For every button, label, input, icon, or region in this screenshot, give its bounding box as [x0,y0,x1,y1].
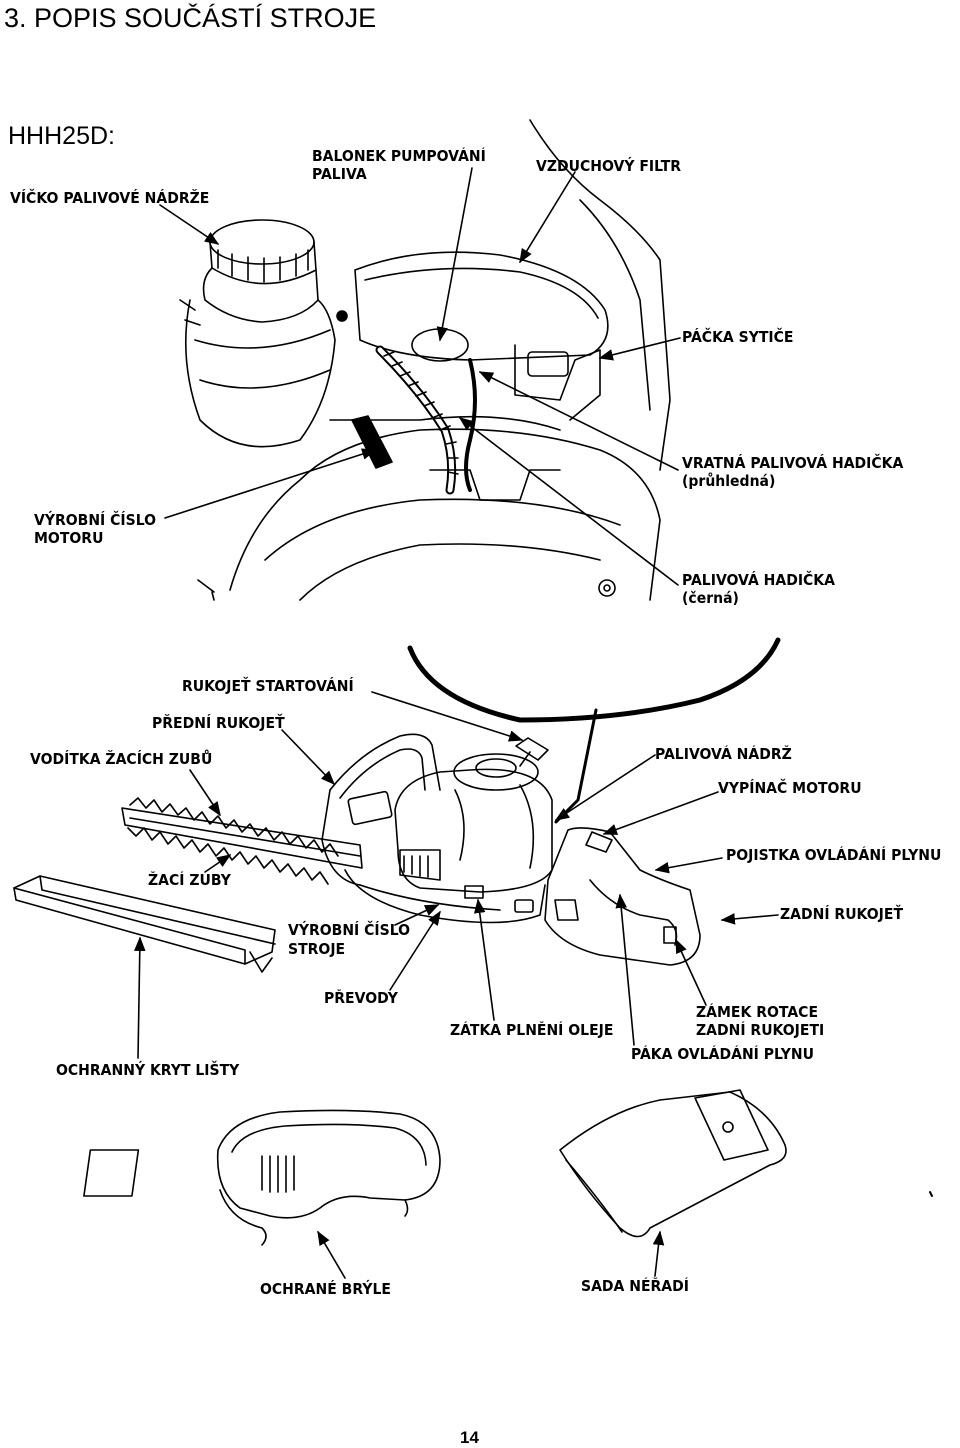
page-number: 14 [460,1428,479,1447]
label-fuel-tank: PALIVOVÁ NÁDRŽ [655,746,792,764]
label-throttle-lever: PÁKA OVLÁDÁNÍ PLYNU [631,1046,814,1064]
label-front-handle: PŘEDNÍ RUKOJEŤ [152,715,285,733]
goggles-drawing [83,1109,441,1246]
label-primer-line2: PALIVA [312,166,367,184]
engine-closeup-drawing [179,119,671,601]
label-fuel-hose-line2: (černá) [682,590,739,608]
model-name: HHH25D: [8,122,115,150]
label-choke: PÁČKA SYTIČE [682,329,794,347]
label-engine-serial-line1: VÝROBNÍ ČÍSLO [34,512,157,530]
label-primer-line1: BALONEK PUMPOVÁNÍ [312,148,486,166]
label-goggles: OCHRANÉ BRÝLE [260,1281,391,1299]
label-air-filter: VZDUCHOVÝ FILTR [536,158,682,176]
label-machine-serial-line1: VÝROBNÍ ČÍSLO [288,922,411,940]
label-return-hose-line1: VRATNÁ PALIVOVÁ HADIČKA [682,455,904,473]
label-engine-switch: VYPÍNAČ MOTORU [718,780,862,798]
label-rotation-lock-line2: ZADNÍ RUKOJETI [696,1022,825,1040]
label-starter-grip: RUKOJEŤ STARTOVÁNÍ [182,678,354,696]
label-fuel-cap: VÍČKO PALIVOVÉ NÁDRŽE [10,190,210,208]
hedge-trimmer-drawing [121,733,701,966]
label-oil-plug: ZÁTKA PLNĚNÍ OLEJE [450,1022,614,1040]
label-return-hose-line2: (průhledná) [682,473,776,491]
label-fuel-hose-line1: PALIVOVÁ HADIČKA [682,572,835,590]
label-tool-kit: SADA NÉŘADÍ [581,1278,689,1296]
label-engine-serial-line2: MOTORU [34,530,104,548]
label-cutting-teeth: ŽACÍ ZUBY [148,872,231,890]
label-throttle-lock: POJISTKA OVLÁDÁNÍ PLYNU [726,847,942,865]
callout-arc [407,637,781,723]
trimmer-leader-lines [134,691,779,1059]
accessory-leader-lines [317,1230,665,1279]
label-rear-handle: ZADNÍ RUKOJEŤ [780,906,903,924]
label-gears: PŘEVODY [324,990,398,1008]
page-title: 3. POPIS SOUČÁSTÍ STROJE [4,3,377,33]
label-blade-cover: OCHRANNÝ KRYT LIŠTY [56,1062,240,1080]
tool-kit-drawing [559,1089,787,1238]
label-blade-guides: VODÍTKA ŽACÍCH ZUBŮ [30,751,213,769]
blade-cover-drawing [13,875,276,973]
label-rotation-lock-line1: ZÁMEK ROTACE [696,1004,819,1022]
engine-leader-lines [159,167,681,586]
label-machine-serial-line2: STROJE [288,941,346,959]
